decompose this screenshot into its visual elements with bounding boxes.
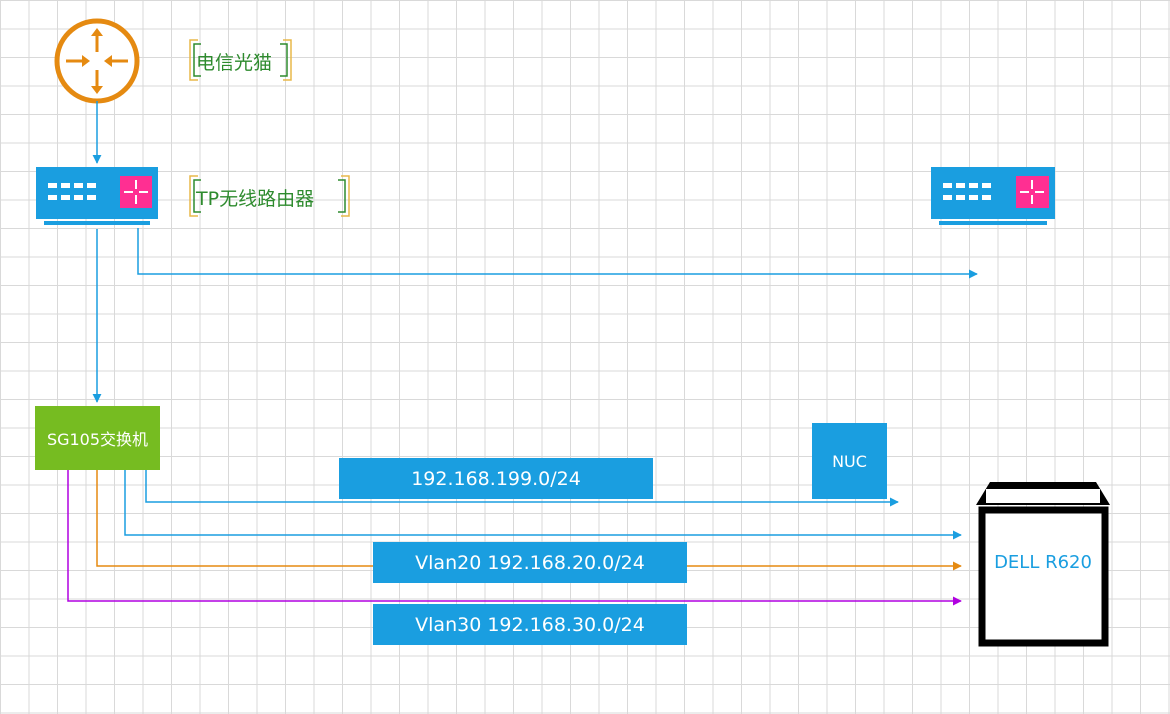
router-label: TP无线路由器 — [196, 188, 315, 210]
modem-label: 电信光猫 — [196, 52, 273, 74]
nuc-label: NUC — [832, 451, 867, 471]
server-icon — [976, 482, 1110, 647]
router-label-bracket — [189, 175, 350, 217]
subnet-main-label: 192.168.199.0/24 — [411, 467, 581, 490]
link-vlan30 — [67, 470, 962, 606]
router-icon — [36, 167, 158, 225]
switch-box — [35, 406, 160, 470]
link-switch-server — [124, 470, 962, 540]
link-router-router2 — [137, 228, 978, 279]
nuc-box — [812, 423, 887, 499]
router-icon-secondary — [931, 167, 1055, 225]
subnet-main-box — [339, 458, 653, 499]
subnet-vlan30-box — [373, 604, 687, 645]
server-label: DELL R620 — [994, 551, 1092, 573]
subnet-vlan30-label: Vlan30 192.168.30.0/24 — [415, 613, 645, 636]
switch-label: SG105交换机 — [46, 430, 149, 449]
modem-label-bracket — [189, 39, 292, 81]
subnet-vlan20-label: Vlan20 192.168.20.0/24 — [415, 551, 645, 574]
modem-icon — [54, 18, 140, 104]
subnet-vlan20-box — [373, 542, 687, 583]
link-vlan20 — [96, 470, 373, 567]
link-switch-nuc — [145, 470, 899, 507]
